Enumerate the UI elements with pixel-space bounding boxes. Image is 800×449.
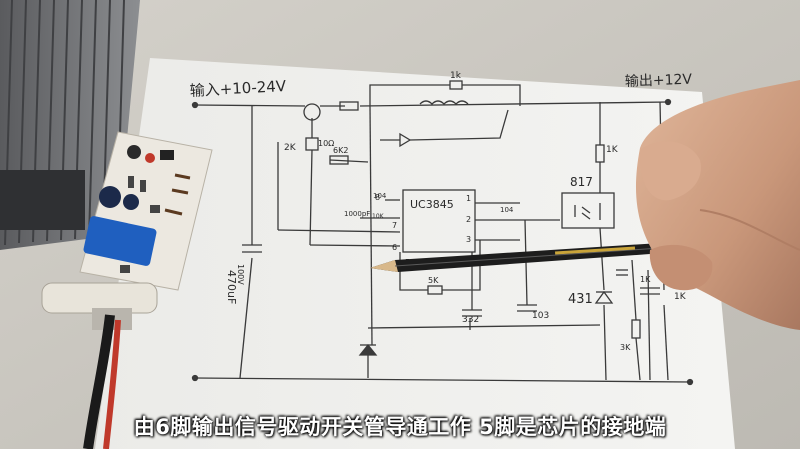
circuit-board: [79, 131, 213, 291]
capacitor-104-a-label: 104: [373, 192, 387, 200]
resistor-10-label: 10Ω: [318, 139, 334, 148]
power-cable: [41, 282, 158, 449]
schematic-paper: [95, 58, 735, 449]
schematic-wiring: [194, 84, 691, 383]
capacitor-470uf-label: 470uF: [225, 270, 238, 304]
capacitor-104-b-label: 104: [500, 206, 514, 214]
pin-label: 8: [375, 193, 380, 202]
capacitor-103-label: 103: [532, 311, 549, 321]
resistor-1k-right2-label: 1K: [640, 275, 651, 284]
pin-label: 3: [466, 235, 471, 244]
pencil: [370, 243, 664, 272]
resistor-1k-right-label: 1K: [606, 145, 619, 155]
capacitor-332-label: 332: [462, 315, 479, 325]
pin-label: 7: [392, 221, 397, 230]
pin-label: 1: [466, 194, 471, 203]
resistor-5k-label: 5K: [428, 276, 439, 285]
resistor-6k2-label: 6K2: [333, 146, 348, 155]
chip-label: UC3845: [410, 198, 454, 211]
output-voltage-label: 输出+12V: [625, 72, 693, 90]
schematic-symbols: [191, 80, 694, 386]
capacitor-1000pf-label: 1000pF: [344, 210, 370, 218]
tl431-label: 431: [568, 292, 593, 307]
resistor-2k-label: 2K: [284, 143, 297, 153]
resistor-3k-label: 3K: [620, 343, 631, 352]
pin-label: 2: [466, 215, 471, 224]
input-voltage-label: 输入+10-24V: [189, 77, 287, 100]
schematic-labels: 输入+10-24V 输出+12V UC3845 8 7 6 1 2 3 5 1k…: [189, 71, 692, 352]
subtitle-caption: 由6脚输出信号驱动开关管导通工作 5脚是芯片的接地端: [133, 415, 667, 439]
optocoupler-817-label: 817: [570, 175, 593, 189]
capacitor-10k-label: 10K: [372, 213, 385, 220]
resistor-1k-bottom-right-label: 1K: [674, 292, 687, 302]
pin-label: 6: [392, 243, 397, 252]
capacitor-100v-label: 100V: [236, 264, 245, 285]
hand: [635, 80, 800, 330]
resistor-1k-top-label: 1k: [450, 71, 462, 81]
